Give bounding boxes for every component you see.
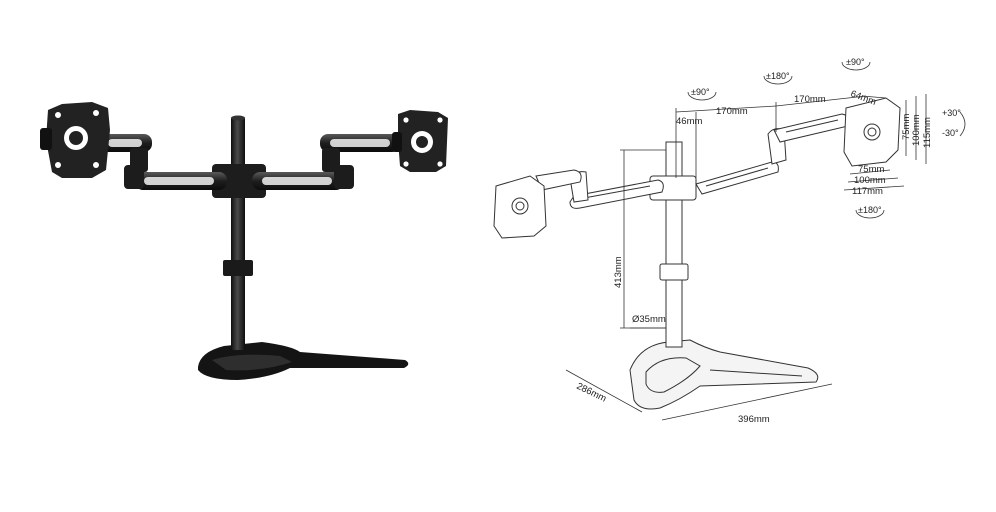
right-vesa-outline [843, 97, 901, 167]
arm-segment-1-label: 170mm [716, 106, 748, 117]
right-arm-outline [695, 113, 850, 195]
product-photo [0, 0, 490, 512]
swivel-mid-label: ±180° [766, 71, 790, 81]
dual-monitor-stand-photo [40, 102, 448, 380]
clamp-outline [659, 263, 689, 281]
swivel-right-label: ±90° [846, 57, 865, 67]
left-arm [100, 134, 227, 190]
dimension-lines [565, 94, 927, 421]
pole-height-label: 413mm [613, 256, 624, 288]
right-arm [252, 134, 400, 190]
rotate-label: ±180° [858, 205, 882, 215]
pole-diameter-label: Ø35mm [632, 314, 666, 325]
tilt-down-label: -30° [942, 128, 959, 138]
vesa-117-w-label: 117mm [852, 186, 883, 197]
vesa-75-h-label: 75mm [901, 114, 912, 140]
vesa-100-w-label: 100mm [854, 175, 886, 186]
base-outline [629, 339, 819, 410]
vesa-75-w-label: 75mm [858, 164, 884, 175]
right-vesa-plate [392, 110, 448, 172]
arm-offset-label: 46mm [676, 116, 702, 127]
dimension-drawing-svg: 413mm Ø35mm 286mm 396mm 46mm 170mm 170mm… [493, 57, 966, 425]
dimension-drawing: 413mm Ø35mm 286mm 396mm 46mm 170mm 170mm… [490, 0, 996, 512]
rotation-arrows [687, 61, 966, 219]
base-width-label: 396mm [738, 414, 770, 425]
vesa-100-h-label: 100mm [911, 114, 922, 146]
left-arm-outline [535, 169, 664, 209]
pole-outline [665, 141, 683, 348]
left-vesa-outline [493, 175, 547, 239]
left-vesa-plate [40, 102, 110, 178]
vesa-115-h-label: 115mm [922, 117, 933, 148]
center-hub [212, 164, 266, 198]
pole [231, 118, 245, 350]
tilt-up-label: +30° [942, 108, 961, 118]
base [198, 342, 409, 380]
arm-segment-2-label: 170mm [794, 94, 826, 105]
swivel-left-label: ±90° [691, 87, 710, 97]
height-clamp [223, 260, 253, 276]
